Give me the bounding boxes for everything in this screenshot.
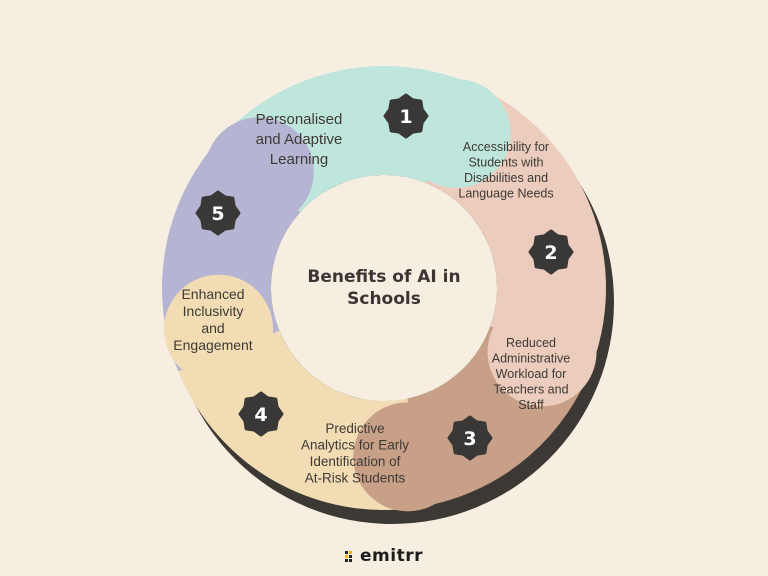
badge-3: 3 bbox=[447, 415, 493, 461]
badge-1: 1 bbox=[383, 93, 429, 139]
badge-seal-icon bbox=[383, 93, 429, 139]
badge-number: 1 bbox=[399, 106, 412, 128]
center-disk bbox=[271, 175, 497, 401]
brand-footer: emitrr bbox=[0, 546, 768, 566]
segment-cap-2 bbox=[487, 297, 597, 407]
badge-seal-icon bbox=[238, 391, 284, 437]
badge-seal-icon bbox=[195, 190, 241, 236]
badge-number: 2 bbox=[544, 242, 557, 264]
badge-5: 5 bbox=[195, 190, 241, 236]
brand-name: emitrr bbox=[360, 546, 423, 566]
badge-number: 5 bbox=[211, 203, 224, 225]
segment-cap-1 bbox=[401, 78, 511, 188]
badge-number: 3 bbox=[463, 428, 476, 450]
emitrr-logo-icon bbox=[345, 549, 355, 563]
badge-seal-icon bbox=[447, 415, 493, 461]
badge-2: 2 bbox=[528, 229, 574, 275]
badge-number: 4 bbox=[254, 404, 267, 426]
badge-seal-icon bbox=[528, 229, 574, 275]
segment-cap-3 bbox=[353, 402, 463, 512]
badge-4: 4 bbox=[238, 391, 284, 437]
segment-cap-4 bbox=[164, 274, 274, 384]
